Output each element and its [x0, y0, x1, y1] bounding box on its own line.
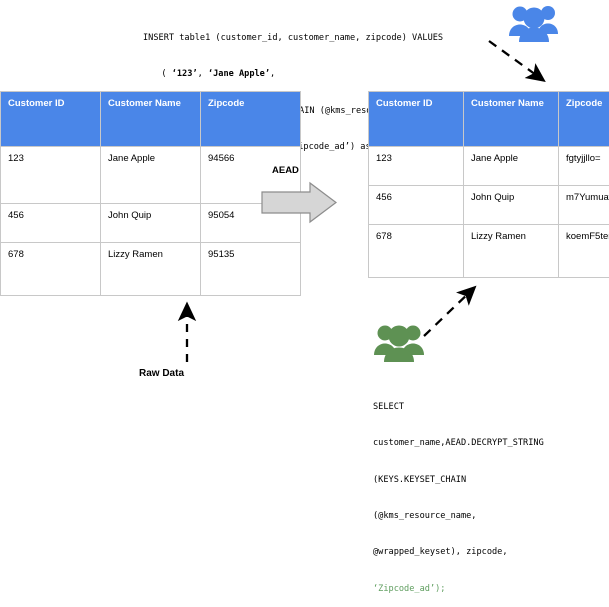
cell-zipcode: 95135 — [201, 243, 301, 296]
cell-customer-id: 123 — [369, 147, 464, 186]
column-header-customer-id: Customer ID — [1, 92, 101, 147]
table-row: 456 John Quip m7Yumuawqry — [369, 186, 609, 225]
cell-customer-name: John Quip — [101, 204, 201, 243]
cell-customer-name: Jane Apple — [464, 147, 559, 186]
table-row: 678 Lizzy Ramen 95135 — [1, 243, 301, 296]
column-header-customer-id: Customer ID — [369, 92, 464, 147]
table-row: 678 Lizzy Ramen koemF5ter= — [369, 225, 609, 278]
cell-customer-id: 678 — [1, 243, 101, 296]
plaintext-customer-table: Customer ID Customer Name Zipcode 123 Ja… — [0, 91, 301, 296]
cell-customer-id: 123 — [1, 147, 101, 204]
select-sql-line-4: (@kms_resource_name, — [373, 510, 544, 522]
column-header-customer-name: Customer Name — [464, 92, 559, 147]
aead-encryption-label: AEAD Encryption — [272, 152, 322, 215]
cell-zipcode: fgtyjjllo= — [559, 147, 609, 186]
column-header-customer-name: Customer Name — [101, 92, 201, 147]
cell-zipcode: koemF5ter= — [559, 225, 609, 278]
insert-sql-line-2: ( ‘123’, ‘Jane Apple’, — [143, 68, 443, 80]
cell-customer-name: Lizzy Ramen — [464, 225, 559, 278]
people-group-icon-green — [374, 320, 426, 362]
cell-customer-id: 678 — [369, 225, 464, 278]
table-header-row: Customer ID Customer Name Zipcode — [1, 92, 301, 147]
cell-customer-id: 456 — [1, 204, 101, 243]
select-sql-line-5: @wrapped_keyset), zipcode, — [373, 546, 544, 558]
aead-label-line-1: AEAD — [272, 165, 322, 178]
raw-data-label: Raw Data — [139, 368, 184, 379]
table-row: 123 Jane Apple fgtyjjllo= — [369, 147, 609, 186]
select-sql-line-3: (KEYS.KEYSET_CHAIN — [373, 474, 544, 486]
cell-customer-name: Jane Apple — [101, 147, 201, 204]
column-header-zipcode: Zipcode — [559, 92, 609, 147]
table-row: 123 Jane Apple 94566 — [1, 147, 301, 204]
table-row: 456 John Quip 95054 — [1, 204, 301, 243]
cell-customer-name: John Quip — [464, 186, 559, 225]
column-header-zipcode: Zipcode — [201, 92, 301, 147]
select-sql-line-1: SELECT — [373, 401, 544, 413]
people-group-icon-blue — [508, 2, 560, 42]
select-sql-statement: SELECT customer_name,AEAD.DECRYPT_STRING… — [373, 377, 544, 607]
insert-sql-line-1: INSERT table1 (customer_id, customer_nam… — [143, 32, 443, 44]
dashed-arrow-select — [424, 288, 474, 336]
encrypted-customer-table: Customer ID Customer Name Zipcode 123 Ja… — [368, 91, 609, 278]
select-sql-line-6-ad: ‘Zipcode_ad’); — [373, 583, 544, 595]
select-sql-line-2: customer_name,AEAD.DECRYPT_STRING — [373, 437, 544, 449]
table-header-row: Customer ID Customer Name Zipcode — [369, 92, 609, 147]
cell-customer-id: 456 — [369, 186, 464, 225]
cell-customer-name: Lizzy Ramen — [101, 243, 201, 296]
aead-label-line-2: Encryption — [272, 190, 322, 203]
dashed-arrow-insert — [489, 41, 543, 80]
cell-zipcode: m7Yumuawqry — [559, 186, 609, 225]
